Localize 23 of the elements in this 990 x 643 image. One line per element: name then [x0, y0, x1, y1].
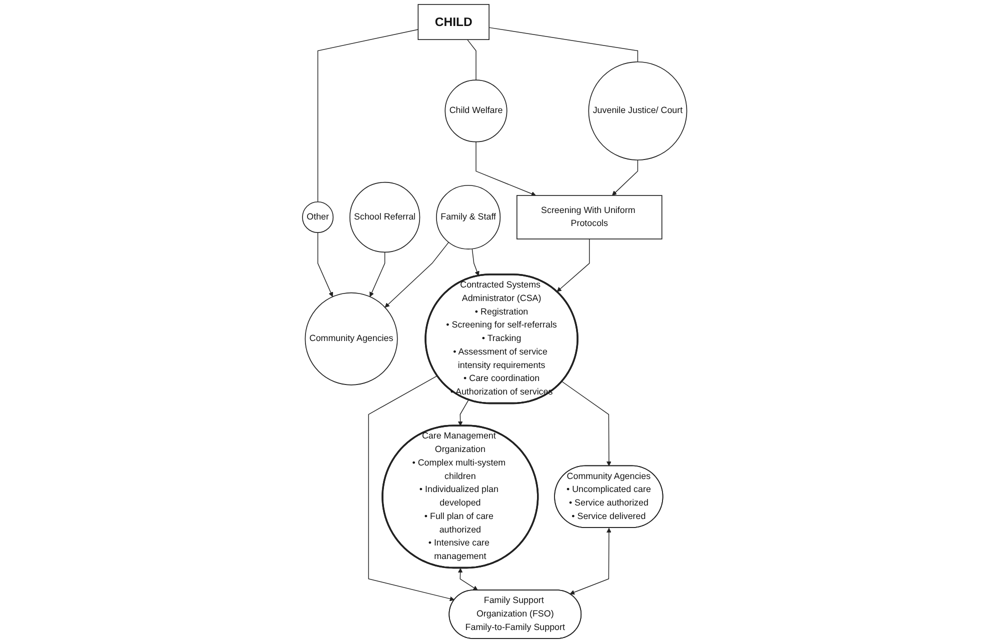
- node-circle: Other: [302, 201, 334, 233]
- connector: [489, 27, 638, 62]
- arrow: [385, 242, 450, 308]
- node-circle: Community Agencies: [305, 292, 398, 386]
- node-circle: Juvenile Justice/ Court: [588, 61, 688, 160]
- node-circle: Family & Staff: [436, 184, 501, 250]
- arrow: [570, 528, 612, 595]
- connector: [318, 29, 419, 202]
- node-box: CHILD: [418, 4, 490, 40]
- connector: [467, 39, 477, 80]
- node-circle: School Referral: [350, 182, 421, 253]
- node-box: Screening With Uniform Protocols: [516, 195, 663, 240]
- arrow: [368, 375, 455, 602]
- arrow: [458, 399, 470, 426]
- arrow: [557, 238, 590, 292]
- arrow: [476, 141, 536, 196]
- arrow: [458, 568, 478, 591]
- arrow: [562, 381, 612, 466]
- node-circle: Child Welfare: [445, 80, 508, 142]
- arrow: [612, 160, 638, 196]
- arrow: [472, 248, 480, 276]
- arrow: [370, 252, 386, 297]
- arrow: [318, 232, 334, 297]
